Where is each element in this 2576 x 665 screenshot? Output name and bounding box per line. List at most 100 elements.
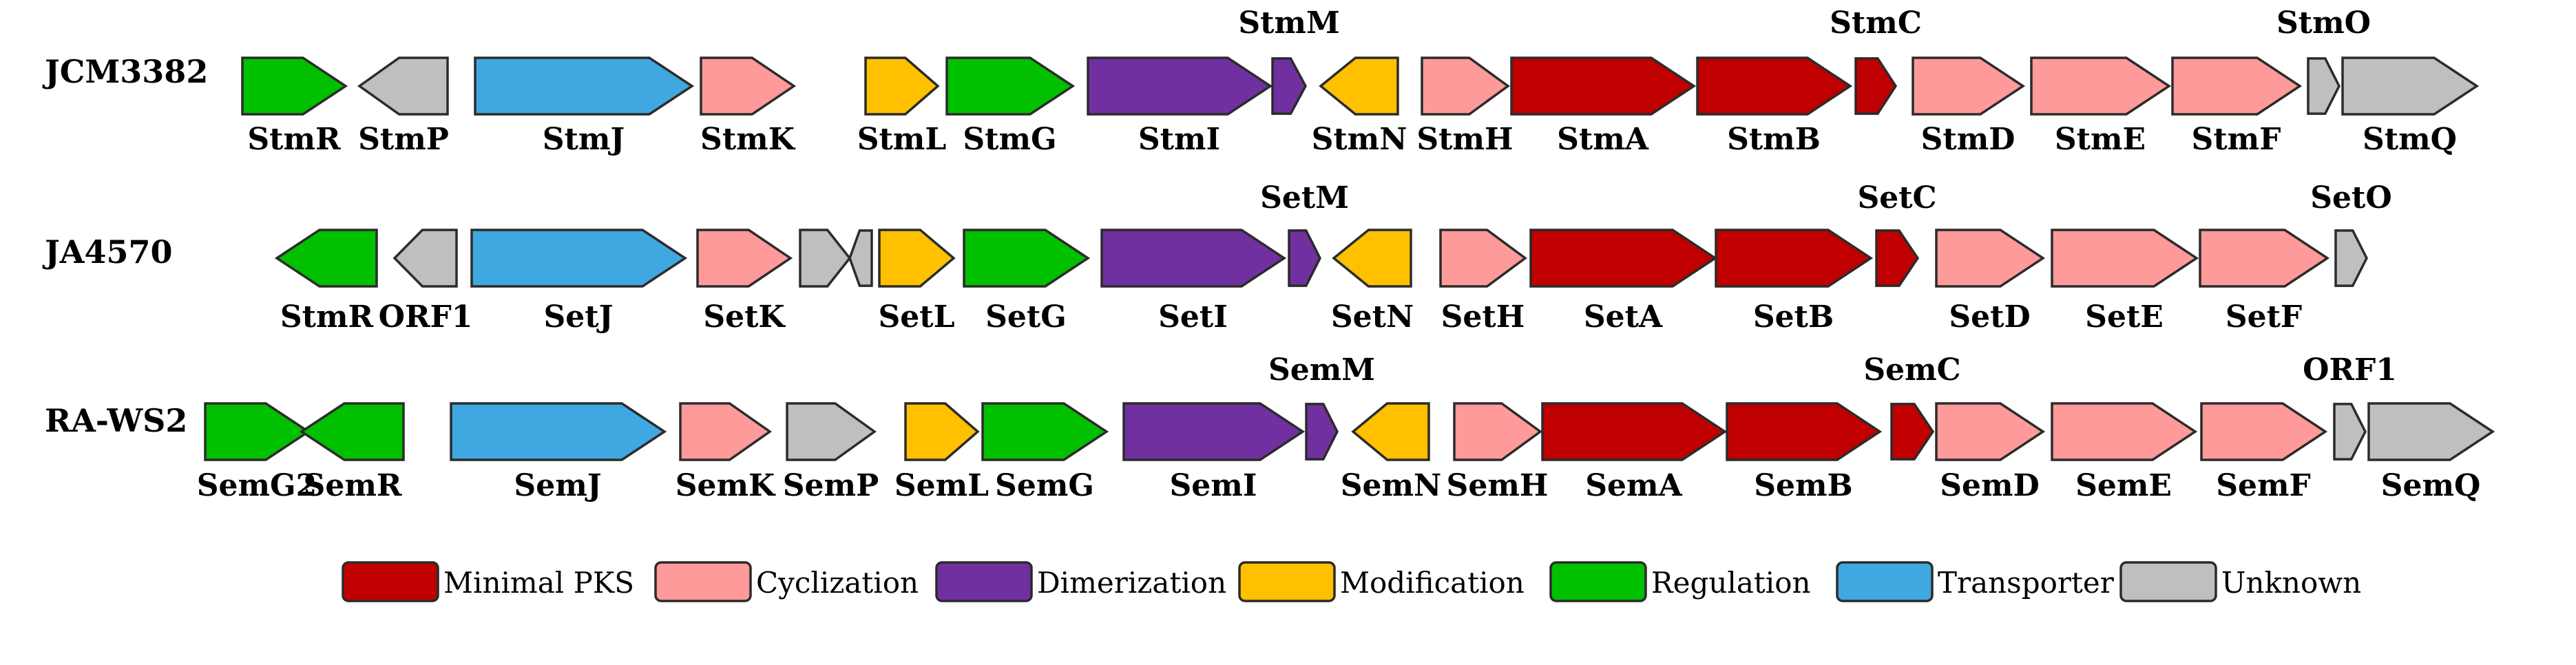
gene-arrow (1087, 56, 1273, 116)
gene-label: SemK (676, 468, 776, 503)
gene-arrow (2199, 229, 2330, 288)
gene-label: SemB (1754, 468, 1853, 503)
gene-arrow (700, 56, 797, 116)
gene-label: StmO (2276, 6, 2371, 41)
legend-label: Dimerization (1037, 566, 1226, 600)
gene-arrow (204, 402, 311, 461)
gene-arrow (2171, 56, 2303, 116)
gene-label: SetC (1857, 180, 1936, 215)
legend-swatch (342, 561, 439, 602)
gene-arrow (1332, 229, 1412, 288)
gene-arrow (1271, 57, 1307, 115)
gene-label: SetN (1331, 299, 1414, 335)
gene-label: StmC (1830, 6, 1922, 41)
legend-swatch (654, 561, 752, 602)
legend-label: Regulation (1651, 566, 1811, 600)
gene-arrow (1726, 402, 1883, 461)
legend-swatch (1836, 561, 1934, 602)
gene-arrow (1510, 56, 1697, 116)
gene-arrow (1854, 57, 1898, 115)
gene-label: SetJ (544, 299, 614, 335)
gene-label: StmQ (2363, 122, 2457, 157)
legend-swatch (1549, 561, 1647, 602)
cluster-name: RA-WS2 (45, 402, 187, 439)
gene-arrow (981, 402, 1109, 461)
gene-arrow (1875, 229, 1920, 287)
gene-arrow (450, 402, 667, 461)
gene-label: SetO (2310, 180, 2391, 215)
gene-label: SemM (1268, 352, 1375, 388)
gene-arrow (470, 229, 688, 288)
gene-arrow (1890, 403, 1935, 461)
gene-arrow (679, 402, 773, 461)
gene-label: SemE (2075, 468, 2172, 503)
gene-arrow (1453, 402, 1542, 461)
gene-label: SemQ (2381, 468, 2481, 503)
gene-arrow (1935, 229, 2046, 288)
legend-swatch (935, 561, 1033, 602)
gene-label: SemR (304, 468, 402, 503)
gene-arrow (1100, 229, 1287, 288)
gene-arrow (299, 402, 405, 461)
gene-label: SemJ (514, 468, 601, 503)
gene-arrow (799, 229, 852, 288)
gene-arrow (904, 402, 980, 461)
gene-label: SemD (1940, 468, 2039, 503)
gene-arrow (2367, 402, 2495, 461)
gene-label: SemP (783, 468, 879, 503)
gene-label: SemL (894, 468, 989, 503)
cluster-name: JCM3382 (42, 53, 208, 90)
gene-arrow (1696, 56, 1853, 116)
gene-arrow (1935, 402, 2046, 461)
gene-label: StmG (963, 122, 1056, 157)
gene-label: StmR (247, 122, 341, 157)
gene-arrow (1912, 56, 2026, 116)
gene-arrow (2051, 229, 2199, 288)
gene-label: SetE (2085, 299, 2164, 335)
gene-arrow (1439, 229, 1527, 288)
gene-label: ORF1 (2303, 352, 2397, 388)
gene-arrow (2334, 229, 2368, 287)
gene-label: StmI (1138, 122, 1220, 157)
gene-label: SetG (985, 299, 1067, 335)
gene-label: StmN (1312, 122, 1407, 157)
legend-label: Cyclization (756, 566, 919, 600)
gene-label: SemG (995, 468, 1094, 503)
legend-label: Minimal PKS (443, 566, 634, 600)
legend: Minimal PKS Cyclization Dimerization Modifi… (342, 561, 2361, 602)
gene-label: SetL (878, 299, 954, 335)
gene-arrow (1305, 403, 1339, 461)
gene-label: StmJ (543, 122, 625, 157)
gene-arrow (1122, 402, 1306, 461)
gene-arrow (963, 229, 1091, 288)
gene-label: SetF (2226, 299, 2302, 335)
gene-arrow (945, 56, 1076, 116)
gene-arrow (848, 229, 873, 287)
gene-arrow (241, 56, 348, 116)
gene-label: ORF1 (379, 299, 473, 335)
gene-arrow (786, 402, 877, 461)
gene-label: StmP (358, 122, 449, 157)
gene-label: SetD (1949, 299, 2030, 335)
gene-arrow (1319, 56, 1399, 116)
gene-label: SetI (1158, 299, 1228, 335)
gene-label: StmR (280, 299, 374, 335)
gene-label: SemN (1341, 468, 1442, 503)
legend-label: Modification (1340, 566, 1525, 600)
gene-label: SemH (1447, 468, 1549, 503)
gene-label: StmK (700, 122, 796, 157)
gene-arrow (2030, 56, 2172, 116)
gene-label: StmE (2055, 122, 2146, 157)
gene-arrow (474, 56, 695, 116)
gene-label: SemI (1170, 468, 1257, 503)
gene-arrow (864, 56, 940, 116)
cluster-name: JA4570 (42, 233, 172, 271)
gene-label: SetM (1260, 180, 1349, 215)
gene-label: SetH (1441, 299, 1525, 335)
gene-label: SemA (1585, 468, 1682, 503)
gene-label: StmA (1557, 122, 1649, 157)
